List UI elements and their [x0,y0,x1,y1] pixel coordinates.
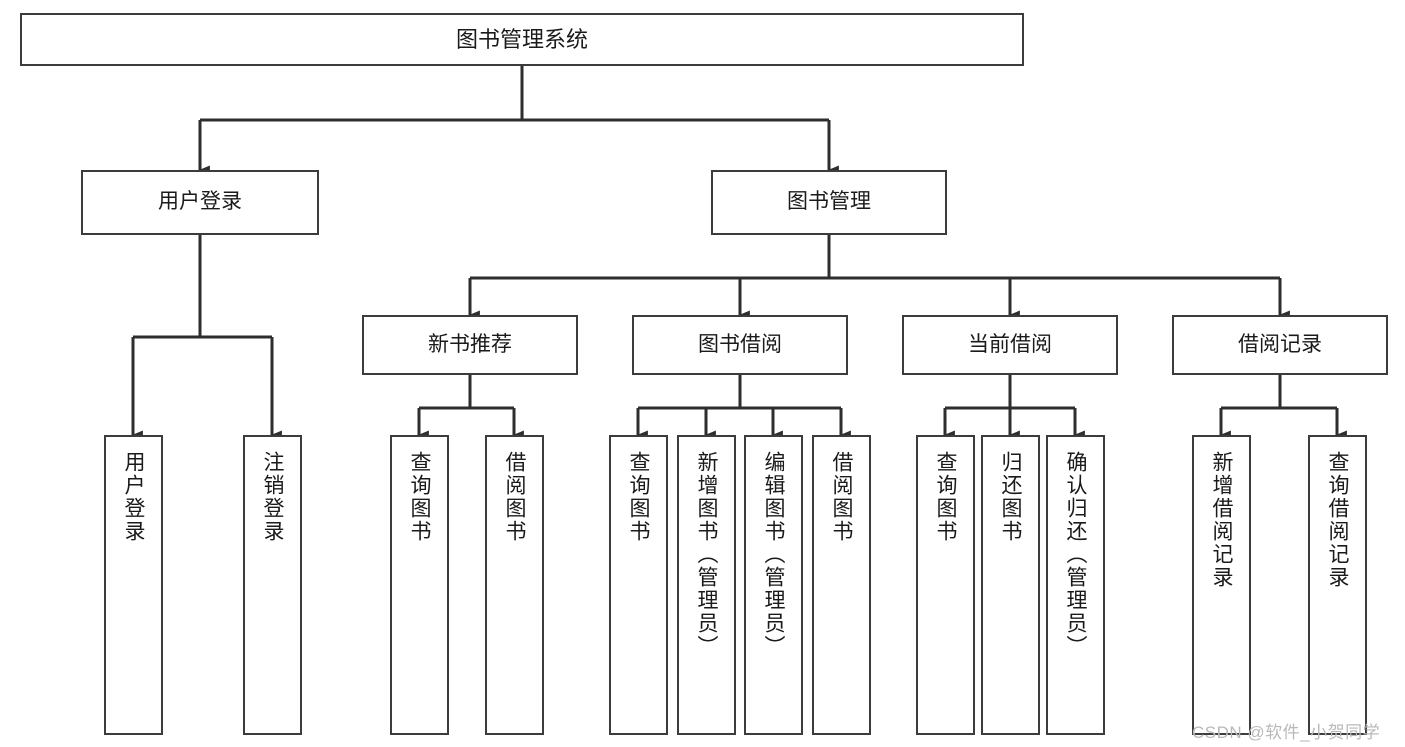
node-label: 查询图书 [408,451,431,543]
node-label: 用户登录 [158,190,242,214]
node-n3_7[interactable]: 编辑图书（管理员） [744,435,803,735]
node-label: 查询图书 [627,451,650,543]
node-root[interactable]: 图书管理系统 [20,13,1024,66]
node-n3_9[interactable]: 查询图书 [916,435,975,735]
node-label: 确认归还（管理员） [1064,451,1087,658]
node-label: 查询借阅记录 [1326,451,1349,589]
node-label: 用户登录 [122,451,145,543]
node-label: 借阅图书 [830,451,853,543]
node-label: 借阅图书 [503,451,526,543]
node-n2_1[interactable]: 新书推荐 [362,315,578,375]
node-n2_2[interactable]: 图书借阅 [632,315,848,375]
node-n3_10[interactable]: 归还图书 [981,435,1040,735]
node-n3_6[interactable]: 新增图书（管理员） [677,435,736,735]
node-n3_8[interactable]: 借阅图书 [812,435,871,735]
node-label: 注销登录 [261,451,284,543]
node-label: 图书管理系统 [455,26,588,52]
watermark-label: CSDN @软件_小贺同学 [1192,723,1381,742]
node-label: 图书管理 [787,190,871,214]
node-label: 归还图书 [999,451,1022,543]
node-n1_1[interactable]: 用户登录 [81,170,319,235]
node-n3_12[interactable]: 新增借阅记录 [1192,435,1251,735]
node-label: 新增图书（管理员） [695,451,718,658]
node-n3_4[interactable]: 借阅图书 [485,435,544,735]
node-n3_13[interactable]: 查询借阅记录 [1308,435,1367,735]
node-label: 借阅记录 [1238,332,1322,356]
node-n3_11[interactable]: 确认归还（管理员） [1046,435,1105,735]
node-n2_3[interactable]: 当前借阅 [902,315,1118,375]
node-label: 新书推荐 [428,332,512,356]
node-label: 图书借阅 [698,332,782,356]
node-label: 新增借阅记录 [1210,451,1233,589]
node-label: 编辑图书（管理员） [762,451,785,658]
node-n2_4[interactable]: 借阅记录 [1172,315,1388,375]
node-n3_2[interactable]: 注销登录 [243,435,302,735]
node-label: 当前借阅 [968,332,1052,356]
node-n1_2[interactable]: 图书管理 [711,170,947,235]
node-n3_3[interactable]: 查询图书 [390,435,449,735]
node-label: 查询图书 [934,451,957,543]
node-n3_5[interactable]: 查询图书 [609,435,668,735]
node-n3_1[interactable]: 用户登录 [104,435,163,735]
